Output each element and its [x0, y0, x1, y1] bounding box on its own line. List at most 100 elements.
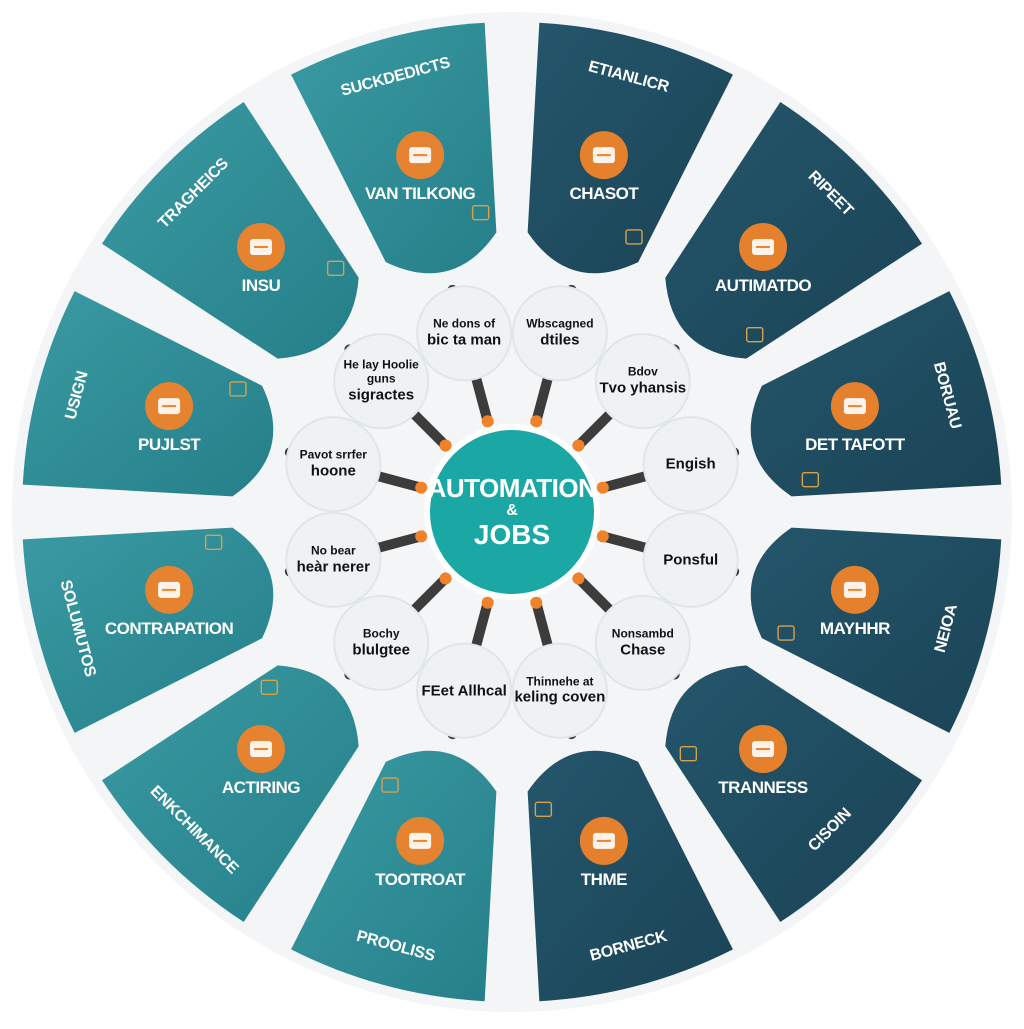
- node-line-1: Ne dons of: [433, 316, 496, 331]
- node-circle: [594, 594, 691, 691]
- small-outline-icon: [534, 801, 553, 818]
- megaphone-icon: [830, 565, 879, 614]
- segment-shape: [22, 527, 274, 733]
- segment-shape: [101, 101, 359, 359]
- segment-label: AUTIMATDO: [715, 276, 811, 295]
- connector-cap: [572, 572, 585, 585]
- node-line-2: sigractes: [348, 386, 415, 404]
- connector-cap: [530, 596, 543, 609]
- briefcase-icon: [830, 382, 879, 431]
- package-box-icon: [739, 222, 788, 271]
- title-ampersand: &: [506, 502, 518, 519]
- node-line-2: dtiles: [540, 331, 580, 349]
- stopwatch-icon: [579, 131, 628, 180]
- segment-shape: [291, 22, 497, 274]
- segment-label: CONTRAPATION: [105, 619, 234, 638]
- small-outline-icon: [471, 204, 490, 221]
- node-line-2: hoone: [310, 462, 356, 480]
- node-line-1: Nonsambd: [611, 626, 674, 641]
- segment-shape: [527, 750, 733, 1002]
- center-title: AUTOMATION & JOBS: [428, 475, 597, 549]
- small-outline-icon: [679, 746, 698, 762]
- segment-shape: [101, 665, 359, 923]
- connector-cap: [596, 530, 609, 543]
- small-outline-icon: [229, 381, 247, 397]
- segment-shape: [291, 750, 497, 1002]
- node-line-2: blulgtee: [352, 641, 410, 659]
- small-outline-icon: [625, 229, 643, 245]
- connector-cap: [481, 596, 494, 609]
- node-circle: [285, 416, 382, 513]
- connector-cap: [415, 530, 428, 543]
- node-line-1: Bdov: [627, 364, 658, 379]
- segment-shape: [527, 22, 733, 274]
- segment-label: MAYHHR: [820, 619, 890, 638]
- small-outline-icon: [326, 260, 345, 276]
- connector-cap: [572, 439, 585, 452]
- robot-gear-icon: [396, 131, 445, 180]
- segment-label: THME: [581, 870, 627, 889]
- robot-emblem-icon: [145, 382, 194, 431]
- node-line-1: No bear: [310, 543, 356, 558]
- small-outline-icon: [204, 534, 223, 551]
- small-outline-icon: [381, 777, 399, 793]
- node-line-1: Pavot srrfer: [299, 447, 367, 462]
- robot-camera-icon: [396, 816, 445, 865]
- node-circle: [511, 642, 608, 739]
- node-circle: [416, 642, 513, 739]
- node-circle: [594, 333, 691, 430]
- segment-label: VAN TILKONG: [365, 184, 476, 203]
- node-circle: [642, 511, 739, 608]
- node-circle: [642, 416, 739, 513]
- node-line-2: Ponsful: [663, 551, 719, 569]
- worker-at-desk-icon: [236, 222, 285, 271]
- small-outline-icon: [746, 326, 764, 343]
- node-line-2: FEet Allhcal: [421, 682, 507, 700]
- node-circle: [511, 285, 608, 382]
- node-circle: [416, 285, 513, 382]
- segment-label: DET TAFOTT: [805, 435, 906, 454]
- segment-shape: [22, 291, 274, 497]
- node-line-1: Wbscagned: [526, 316, 594, 331]
- segment-label: TRANNESS: [718, 778, 808, 797]
- node-line-2: Engish: [665, 455, 716, 473]
- node-line-1: Thinnehe at: [526, 674, 594, 689]
- node-line-1: Bochy: [362, 626, 400, 641]
- small-outline-icon: [260, 679, 278, 696]
- connector-cap: [415, 481, 428, 494]
- connector-cap: [530, 415, 543, 428]
- connector-cap: [439, 439, 452, 452]
- node-circle: [285, 511, 382, 608]
- calendar-icon: [579, 816, 628, 865]
- segment-label: INSU: [242, 276, 281, 295]
- connector-cap: [481, 415, 494, 428]
- center-circle: [430, 430, 594, 594]
- small-outline-icon: [801, 471, 820, 488]
- segment-shape: [665, 101, 923, 359]
- segment-label: PUJLST: [138, 435, 201, 454]
- node-line-1: He lay Hoolie guns: [343, 357, 419, 386]
- segment-label: TOOTROAT: [375, 870, 466, 889]
- node-line-2: keling coven: [514, 688, 606, 706]
- node-line-2: bic ta man: [427, 331, 502, 349]
- connector-cap: [439, 572, 452, 585]
- robot-badge-icon: [739, 725, 788, 774]
- node-circle: [333, 333, 430, 430]
